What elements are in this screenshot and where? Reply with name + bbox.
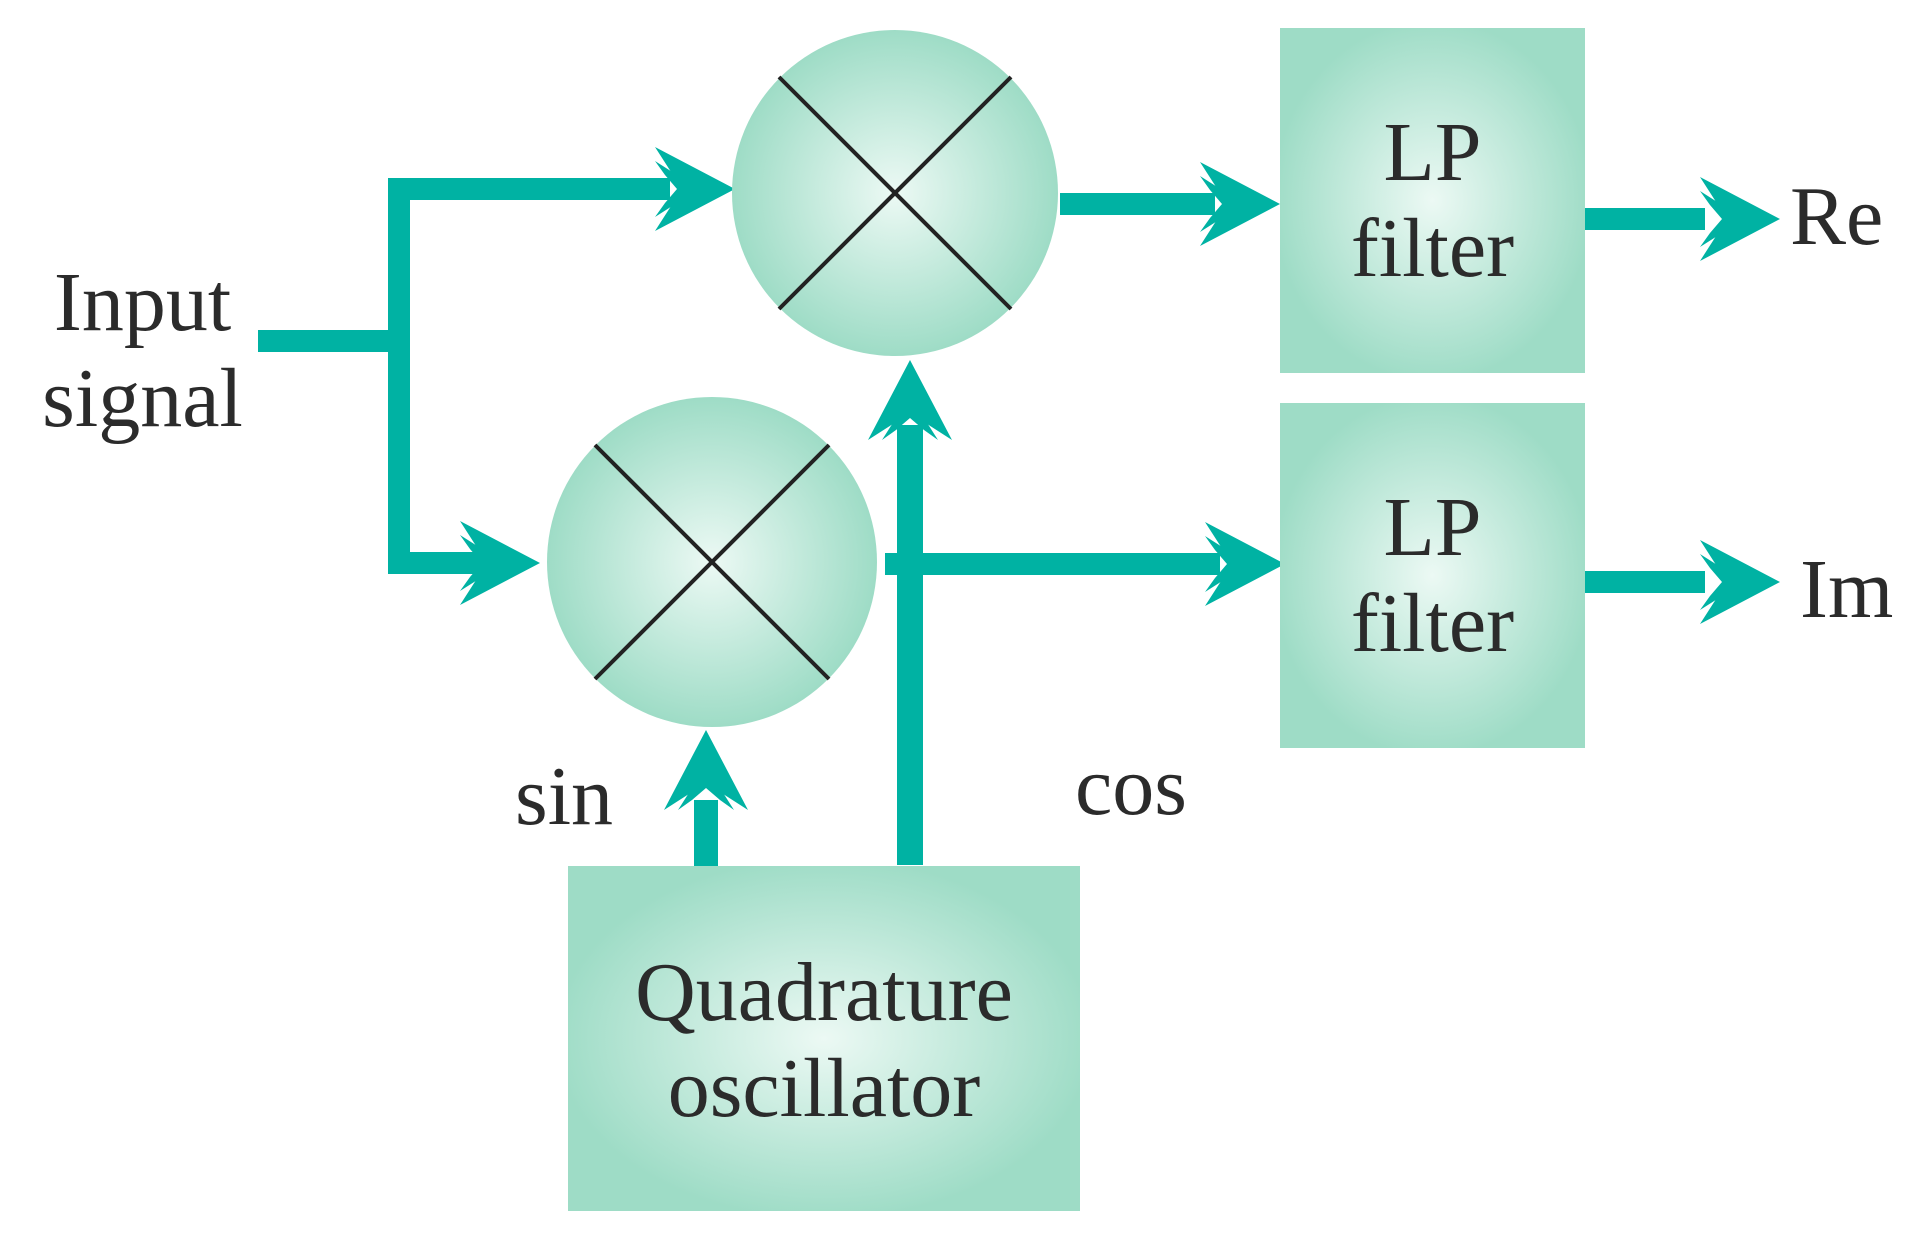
connectors bbox=[258, 178, 1705, 866]
arrowhead-bottom-mixer bbox=[460, 521, 540, 605]
splitter-line bbox=[388, 178, 410, 574]
oscillator-line2: oscillator bbox=[667, 1042, 981, 1135]
im-output-line bbox=[1575, 571, 1705, 593]
arrowhead-top-filter bbox=[1200, 162, 1280, 246]
multiply-icon bbox=[777, 75, 1013, 311]
to-top-mixer-line bbox=[388, 178, 670, 200]
mixer-top bbox=[732, 30, 1058, 356]
input-label-line2: signal bbox=[42, 352, 243, 445]
input-label-line1: Input bbox=[53, 256, 232, 349]
input-signal-label: Input signal bbox=[20, 255, 265, 447]
quadrature-oscillator-box bbox=[568, 866, 1080, 1211]
lp-filter-im-box bbox=[1280, 403, 1585, 748]
re-output-label: Re bbox=[1790, 170, 1884, 263]
arrowhead-bottom-filter bbox=[1205, 522, 1285, 606]
im-output-label: Im bbox=[1800, 543, 1894, 636]
mixer-bottom bbox=[547, 397, 877, 727]
arrowhead-re-output bbox=[1700, 177, 1780, 261]
to-bottom-mixer-line bbox=[388, 552, 488, 574]
lp-filter-re-line2: filter bbox=[1350, 202, 1515, 295]
lp-filter-re-box bbox=[1280, 28, 1585, 373]
cos-label: cos bbox=[1075, 740, 1187, 833]
oscillator-line1: Quadrature bbox=[635, 946, 1013, 1039]
lp-filter-im-label: LP filter bbox=[1280, 480, 1585, 672]
multiply-icon bbox=[593, 443, 831, 681]
bottom-mixer-to-filter-line bbox=[885, 553, 1220, 575]
arrowhead-cos bbox=[868, 360, 952, 440]
top-mixer-to-filter-line bbox=[1060, 193, 1215, 215]
quadrature-oscillator-label: Quadrature oscillator bbox=[568, 945, 1080, 1137]
sin-line bbox=[694, 800, 718, 866]
arrowheads bbox=[460, 147, 1780, 810]
input-line bbox=[258, 330, 408, 352]
sin-label: sin bbox=[515, 750, 614, 843]
arrowhead-top-mixer bbox=[655, 147, 735, 231]
arrowhead-sin bbox=[664, 730, 748, 810]
lp-filter-re-line1: LP bbox=[1383, 106, 1482, 199]
lp-filter-im-line2: filter bbox=[1350, 577, 1515, 670]
cos-line bbox=[897, 425, 923, 865]
re-output-line bbox=[1575, 208, 1705, 230]
lp-filter-im-line1: LP bbox=[1383, 481, 1482, 574]
arrowhead-im-output bbox=[1700, 540, 1780, 624]
lp-filter-re-label: LP filter bbox=[1280, 105, 1585, 297]
